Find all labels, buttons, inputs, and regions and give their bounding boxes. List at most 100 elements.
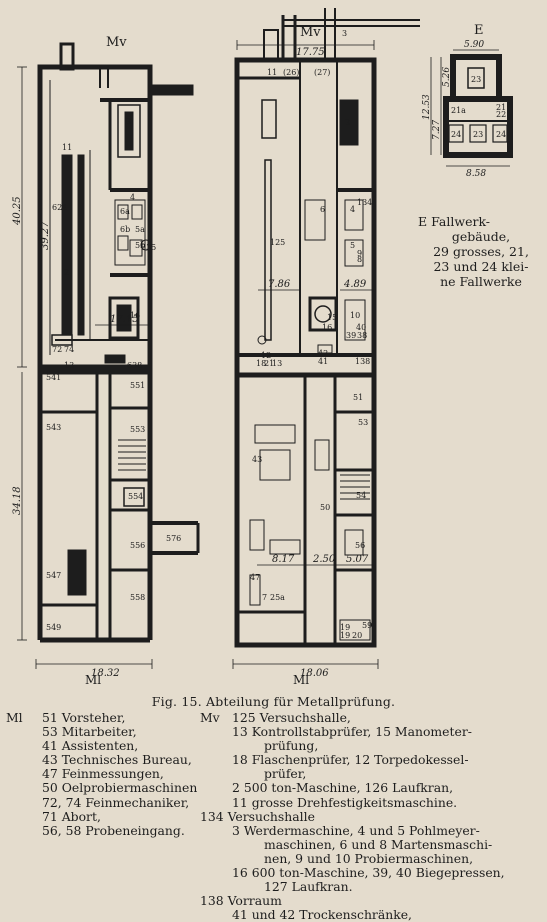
legend-ml-item: 47 Feinmessungen, bbox=[42, 766, 164, 782]
left-room-label: 638 bbox=[127, 361, 142, 370]
e-building-caption: E Fallwerk- gebäude, 29 grosses, 21, 23 … bbox=[418, 214, 544, 289]
dim-middle-lower-a: 8.17 bbox=[272, 554, 295, 565]
legend-mv-item: maschinen, 6 und 8 Martensmaschi- bbox=[264, 836, 493, 852]
middle-room-label: 18 bbox=[256, 359, 266, 368]
left-room-label: 624 bbox=[52, 203, 67, 212]
legend-mv-item: 3 Werdermaschine, 4 und 5 Pohlmeyer- bbox=[232, 822, 480, 838]
dim-e-h2: 12.53 bbox=[422, 94, 432, 120]
e-room-label: 21a bbox=[451, 106, 466, 115]
middle-room-label: 16 bbox=[322, 323, 332, 332]
e-room-label: 23 bbox=[471, 75, 481, 84]
left-top-label: Mv bbox=[106, 35, 127, 50]
legend-ml-item: 51 Vorsteher, bbox=[42, 710, 126, 725]
middle-room-label: 134 bbox=[357, 198, 372, 207]
legend-ml-item: 72, 74 Feinmechaniker, bbox=[42, 794, 190, 810]
left-room-label: 5b bbox=[135, 241, 145, 250]
floor-plans: Mv Mv E Ml Ml 18.32 40.25 34.18 39.27 17… bbox=[12, 8, 513, 687]
left-room-label: 6b bbox=[120, 225, 130, 234]
middle-room-label: 10 bbox=[350, 311, 360, 320]
middle-room-label: 39 bbox=[346, 331, 356, 340]
legend-mv-item: 125 Versuchshalle, bbox=[232, 710, 351, 725]
legend-mv-item: nen, 9 und 10 Probiermaschinen, bbox=[264, 850, 474, 866]
left-room-label: 547 bbox=[46, 571, 61, 580]
legend-ml-item: 43 Technisches Bureau, bbox=[42, 752, 192, 768]
legend-mv-item: 13 Kontrollstabprüfer, 15 Manometer- bbox=[232, 724, 472, 740]
middle-room-label: 19 bbox=[340, 631, 350, 640]
e-caption-line: E Fallwerk- bbox=[418, 214, 491, 229]
middle-room-label: 138 bbox=[355, 357, 370, 366]
legend-ml-item: 56, 58 Probeneingang. bbox=[42, 822, 185, 838]
dim-left-inner-width: 17.15 bbox=[110, 314, 139, 325]
middle-room-label: 5 bbox=[350, 241, 355, 250]
legend-mv-item: 134 Versuchshalle bbox=[200, 808, 315, 824]
left-room-label: 3 bbox=[126, 117, 131, 126]
left-room-label: 11 bbox=[62, 143, 72, 152]
middle-room-label: 43 bbox=[252, 455, 262, 464]
legend-mv-item: 18 Flaschenprüfer, 12 Torpedokessel- bbox=[232, 752, 469, 768]
legend-mv-item: 2 500 ton-Maschine, 126 Laufkran, bbox=[232, 780, 454, 796]
e-room-label: 24 bbox=[451, 130, 461, 139]
middle-room-label: 20 bbox=[352, 631, 362, 640]
left-room-label: 541 bbox=[46, 373, 61, 382]
legend-mv-tag: Mv bbox=[200, 710, 220, 725]
e-caption-line: 23 und 24 klei- bbox=[433, 259, 529, 274]
left-room-label: 72 bbox=[52, 345, 62, 354]
left-bottom-label: Ml bbox=[85, 673, 101, 687]
dim-middle-lower-b: 2.50 bbox=[312, 554, 336, 565]
left-room-label: 553 bbox=[130, 425, 145, 434]
dim-middle-small: 4.89 bbox=[343, 279, 367, 290]
left-room-label: 543 bbox=[46, 423, 61, 432]
middle-room-label: 4 bbox=[350, 205, 355, 214]
dim-e-bottom: 8.58 bbox=[466, 169, 486, 179]
left-room-label: 551 bbox=[130, 381, 145, 390]
left-room-label: 554 bbox=[128, 492, 143, 501]
middle-room-label: 6 bbox=[320, 205, 325, 214]
middle-room-label: 3 bbox=[345, 118, 350, 127]
dim-e-h3: 7.27 bbox=[432, 120, 442, 140]
middle-room-label: (26) bbox=[283, 68, 299, 77]
dim-left-width: 18.32 bbox=[91, 668, 120, 679]
e-room-label: 21 bbox=[496, 103, 506, 112]
legend-mv-item: 138 Vorraum bbox=[200, 893, 282, 909]
left-room-label: 74 bbox=[64, 345, 74, 354]
middle-room-label: 13 bbox=[272, 359, 282, 368]
dim-middle-mid-width: 7.86 bbox=[268, 279, 291, 290]
left-plan bbox=[17, 42, 200, 669]
legend-mv-item: 11 grosse Drehfestigkeitsmaschine. bbox=[232, 794, 458, 810]
middle-room-label: 56 bbox=[355, 541, 365, 550]
legend-ml-tag: Ml bbox=[6, 710, 23, 725]
legend-ml-item: 71 Abort, bbox=[42, 808, 101, 824]
left-room-label: 635 bbox=[141, 243, 156, 252]
legend-mv-item: 16 600 ton-Maschine, 39, 40 Biegepressen… bbox=[232, 865, 505, 881]
middle-room-label: 21 bbox=[264, 359, 274, 368]
left-room-label: 5a bbox=[135, 225, 145, 234]
left-room-label: 2 bbox=[64, 268, 69, 277]
left-room-label: 13 bbox=[64, 361, 74, 370]
middle-top-label: Mv bbox=[300, 25, 321, 40]
dim-e-top: 5.90 bbox=[464, 40, 484, 50]
dim-left-lower-height: 34.18 bbox=[12, 486, 23, 515]
middle-room-label: 25a bbox=[270, 593, 285, 602]
e-top-label: E bbox=[474, 23, 484, 38]
middle-room-label: 40 bbox=[356, 323, 366, 332]
legend-mv-item: 41 und 42 Trockenschränke, bbox=[232, 907, 412, 922]
left-room-label: 6a bbox=[120, 207, 130, 216]
e-caption-line: ne Fallwerke bbox=[440, 274, 522, 289]
legend-mv-item: 127 Laufkran. bbox=[264, 879, 353, 895]
middle-room-label: 38 bbox=[357, 331, 367, 340]
middle-plan bbox=[232, 8, 420, 669]
middle-room-label: (27) bbox=[314, 68, 330, 77]
e-lower-room bbox=[443, 96, 513, 158]
dim-left-inner-height: 39.27 bbox=[40, 221, 51, 250]
middle-room-label: 12 bbox=[261, 351, 271, 360]
figure-caption: Fig. 15. Abteilung für Metallprüfung. bbox=[151, 694, 396, 709]
middle-bottom-label: Ml bbox=[293, 673, 309, 687]
e-caption-line: 29 grosses, 21, bbox=[433, 244, 529, 259]
dim-e-h1: 5.26 bbox=[442, 67, 452, 87]
left-room-label: 16 bbox=[130, 311, 140, 320]
e-caption-line: gebäude, bbox=[451, 229, 511, 244]
middle-room-label: 54 bbox=[356, 491, 366, 500]
legend-ml-item: 50 Oelprobiermaschinen bbox=[42, 780, 198, 796]
middle-room-label: 3 bbox=[342, 29, 347, 38]
